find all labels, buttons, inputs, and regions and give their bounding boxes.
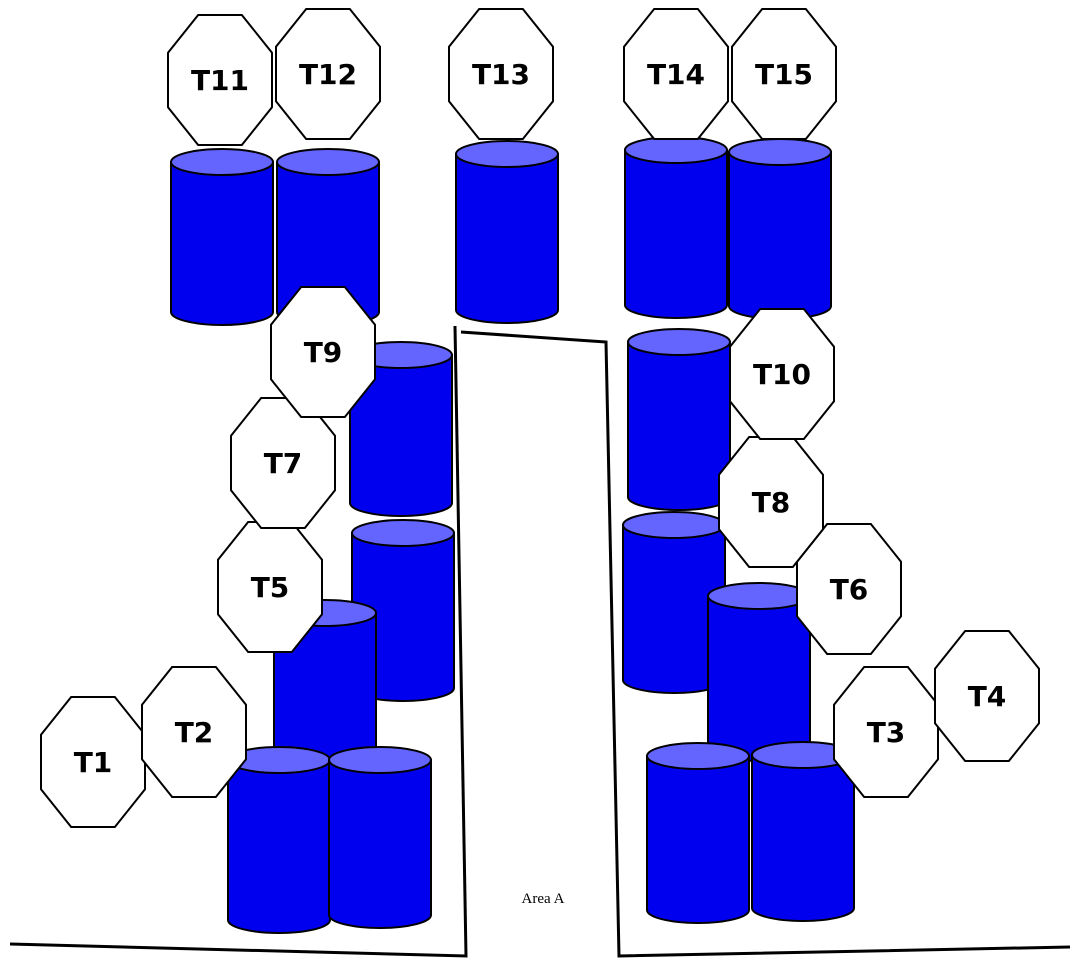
- tank-body: [328, 759, 432, 929]
- octagon-tag-shape: [217, 521, 323, 653]
- tag-label: T8: [752, 486, 791, 519]
- tank-top: [328, 746, 432, 774]
- tag-t10: T10: [729, 308, 835, 440]
- tank: [627, 328, 731, 511]
- octagon-tag-shape: [934, 630, 1040, 762]
- area-a-label: Area A: [522, 891, 565, 907]
- tank: [622, 511, 726, 694]
- area-boundaries: [9, 325, 1071, 958]
- tag-t3: T3: [833, 666, 939, 798]
- tag-label: T14: [647, 58, 705, 91]
- tanks-group: [170, 136, 855, 934]
- tag-t5: T5: [217, 521, 323, 653]
- tag-label: T15: [755, 58, 813, 91]
- tank-top: [276, 148, 380, 176]
- tank-body: [751, 754, 855, 922]
- octagon-tag-shape: [731, 8, 837, 140]
- tag-label: T5: [251, 571, 290, 604]
- tag-label: T2: [175, 716, 214, 749]
- tank-body: [627, 341, 731, 511]
- tank-top: [646, 742, 750, 770]
- octagon-tag-shape: [448, 8, 554, 140]
- octagon-tag-shape: [270, 286, 376, 418]
- tag-label: T4: [968, 680, 1007, 713]
- tank-top: [170, 148, 274, 176]
- tank: [227, 746, 331, 934]
- tag-label: T3: [867, 716, 906, 749]
- tank-top: [707, 582, 811, 610]
- octagon-tag-shape: [141, 666, 247, 798]
- tank-top: [351, 519, 455, 547]
- tank-body: [349, 354, 453, 517]
- tank: [751, 741, 855, 922]
- tank-body: [707, 595, 811, 762]
- tank: [328, 746, 432, 929]
- tank-top: [622, 511, 726, 539]
- octagon-tag-shape: [623, 8, 729, 140]
- tag-t6: T6: [796, 523, 902, 655]
- left-boundary-line: [9, 325, 468, 958]
- tank-top: [455, 140, 559, 168]
- tank-body: [624, 149, 728, 319]
- tag-label: T1: [74, 746, 113, 779]
- tank-body: [646, 755, 750, 924]
- right-boundary-line: [460, 330, 1071, 958]
- tank-top: [624, 136, 728, 164]
- tank: [170, 148, 274, 326]
- tag-t8: T8: [718, 436, 824, 568]
- tank: [728, 138, 832, 320]
- tag-label: T9: [304, 336, 343, 369]
- tag-t11: T11: [167, 14, 273, 146]
- tag-t15: T15: [731, 8, 837, 140]
- tag-label: T13: [472, 58, 530, 91]
- tag-t12: T12: [275, 8, 381, 140]
- octagon-tag-shape: [833, 666, 939, 798]
- tank-top: [627, 328, 731, 356]
- tank-body: [728, 151, 832, 320]
- tank: [455, 140, 559, 324]
- tag-t7: T7: [230, 397, 336, 529]
- tag-label: T7: [264, 447, 303, 480]
- tag-t2: T2: [141, 666, 247, 798]
- tag-label: T11: [191, 64, 249, 97]
- tank: [276, 148, 380, 326]
- octagon-tag-shape: [718, 436, 824, 568]
- tag-t13: T13: [448, 8, 554, 140]
- tag-t1: T1: [40, 696, 146, 828]
- octagon-tag-shape: [40, 696, 146, 828]
- tank: [707, 582, 811, 762]
- tank: [646, 742, 750, 924]
- tag-label: T6: [830, 573, 869, 606]
- tag-label: T10: [753, 358, 811, 391]
- tank-body: [455, 153, 559, 324]
- tank-top: [728, 138, 832, 166]
- tank-body: [170, 161, 274, 326]
- tag-t9: T9: [270, 286, 376, 418]
- tag-label: T12: [299, 58, 357, 91]
- octagon-tag-shape: [729, 308, 835, 440]
- tank: [624, 136, 728, 319]
- octagon-tag-shape: [796, 523, 902, 655]
- octagon-tag-shape: [275, 8, 381, 140]
- tag-t14: T14: [623, 8, 729, 140]
- octagon-tag-shape: [167, 14, 273, 146]
- tag-t4: T4: [934, 630, 1040, 762]
- tank-body: [227, 759, 331, 934]
